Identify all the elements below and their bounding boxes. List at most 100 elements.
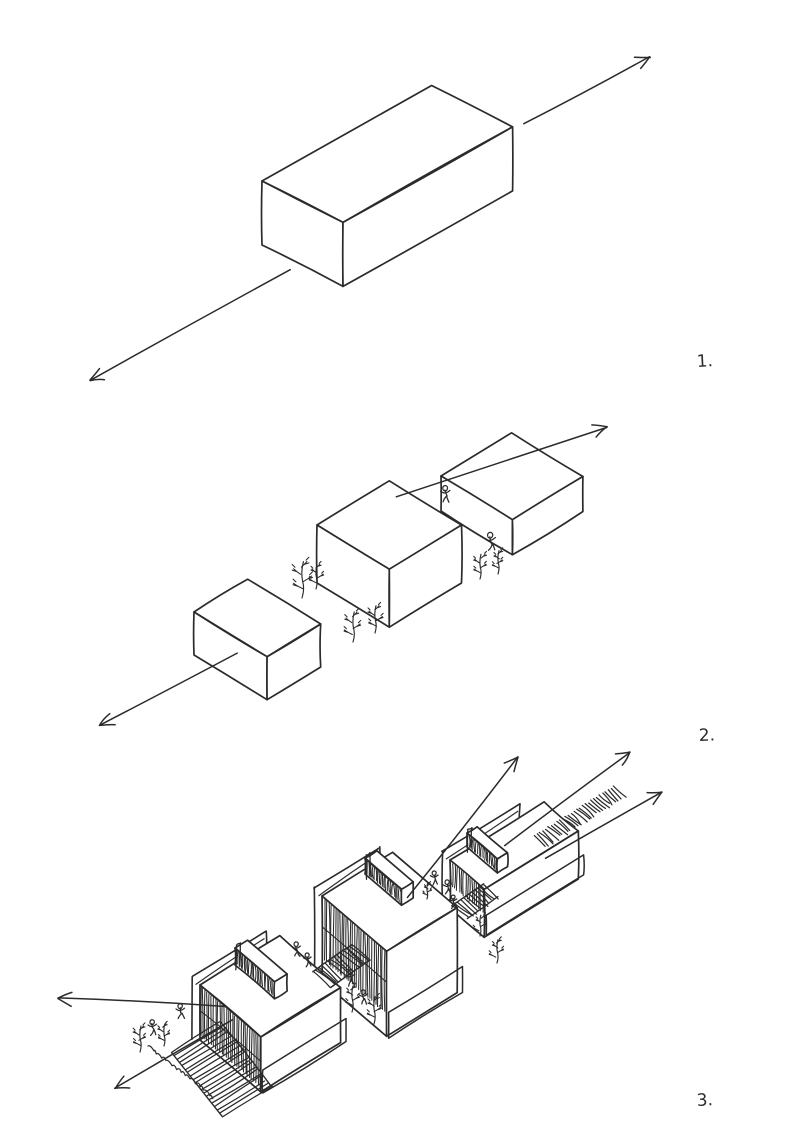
sketch-stroke bbox=[483, 847, 486, 861]
sketch-stroke bbox=[330, 959, 371, 989]
plant bbox=[343, 625, 353, 636]
sketch-stroke bbox=[376, 944, 380, 1008]
sketch-stroke bbox=[254, 965, 257, 981]
panel-1-drawing bbox=[89, 55, 652, 382]
person-figure bbox=[484, 536, 497, 542]
sketch-stroke bbox=[57, 997, 227, 1008]
plant bbox=[475, 916, 482, 924]
sketch-face bbox=[496, 851, 509, 874]
plant bbox=[491, 561, 500, 569]
person-figure bbox=[442, 485, 449, 492]
sketch-stroke bbox=[312, 970, 331, 989]
sketch-stroke bbox=[89, 378, 106, 382]
hedge-scribble bbox=[147, 1045, 214, 1100]
sketch-stroke bbox=[264, 974, 267, 990]
sketch-stroke bbox=[236, 950, 239, 965]
sketch-stroke bbox=[383, 874, 386, 889]
sketch-stroke bbox=[406, 756, 519, 899]
plant bbox=[480, 550, 488, 559]
person-figure bbox=[434, 879, 438, 885]
sketch-stroke bbox=[239, 942, 241, 968]
sketch-stroke bbox=[213, 1074, 263, 1108]
sketch-stroke bbox=[542, 830, 554, 843]
sketch-stroke bbox=[477, 887, 492, 901]
plant bbox=[366, 1009, 376, 1018]
person-figure bbox=[453, 902, 458, 908]
person-figure bbox=[175, 1007, 186, 1012]
sketch-stroke bbox=[454, 903, 473, 916]
sketch-stroke bbox=[193, 1048, 245, 1080]
person-figure bbox=[304, 952, 310, 958]
sketch-stroke bbox=[179, 1031, 228, 1063]
sketch-stroke bbox=[345, 947, 365, 966]
sketch-stroke bbox=[252, 1032, 255, 1082]
sketch-stroke bbox=[341, 949, 363, 965]
sketch-stroke bbox=[247, 961, 250, 975]
plant bbox=[497, 945, 505, 954]
sketch-stroke bbox=[465, 895, 482, 910]
sketch-stroke bbox=[573, 810, 588, 823]
person-figure bbox=[448, 898, 458, 902]
sketch-stroke bbox=[185, 1038, 237, 1071]
sketch-stroke bbox=[393, 883, 396, 898]
sketch-stroke bbox=[313, 847, 381, 889]
sketch-stroke bbox=[339, 911, 341, 975]
person-figure bbox=[439, 489, 451, 494]
sketch-stroke bbox=[614, 751, 631, 755]
plant bbox=[302, 571, 314, 583]
plant bbox=[157, 1025, 164, 1033]
person-figure bbox=[442, 883, 452, 888]
sketch-stroke bbox=[473, 839, 476, 853]
sketch-stroke bbox=[203, 1061, 253, 1094]
sketch-stroke bbox=[460, 870, 463, 895]
sketch-stroke bbox=[198, 1057, 249, 1088]
sketch-stroke bbox=[190, 1045, 240, 1077]
sketch-face bbox=[341, 126, 514, 288]
sketch-stroke bbox=[503, 756, 519, 764]
panel-1-label: 1. bbox=[696, 351, 713, 372]
person-figure bbox=[293, 941, 299, 948]
sketch-stroke bbox=[57, 997, 72, 1008]
plant bbox=[480, 912, 487, 919]
sketch-stroke bbox=[365, 852, 371, 857]
person-figure bbox=[291, 945, 301, 950]
sketch-stroke bbox=[322, 926, 388, 983]
sketch-stroke bbox=[449, 861, 452, 886]
sketch-stroke bbox=[227, 1009, 230, 1060]
sketch-stroke bbox=[191, 930, 267, 977]
sketch-stroke bbox=[225, 1008, 228, 1058]
sketch-stroke bbox=[451, 905, 469, 918]
sketch-stroke bbox=[378, 869, 381, 885]
plant bbox=[291, 563, 302, 575]
sketch-stroke bbox=[371, 865, 374, 879]
person-figure bbox=[177, 1012, 183, 1020]
plant bbox=[422, 890, 428, 896]
plant bbox=[300, 556, 310, 568]
plant bbox=[132, 1037, 142, 1047]
sketch-stroke bbox=[610, 787, 622, 800]
sketch-stroke bbox=[584, 802, 597, 814]
person-figure bbox=[444, 888, 449, 895]
sketch-stroke bbox=[89, 268, 291, 382]
sketch-face bbox=[385, 906, 459, 1038]
sketch-stroke bbox=[558, 819, 571, 832]
sketch-stroke bbox=[465, 873, 467, 898]
sketch-face bbox=[388, 524, 463, 629]
sketch-stroke bbox=[538, 831, 554, 845]
sketch-stroke bbox=[270, 978, 273, 994]
plant bbox=[157, 1034, 166, 1042]
sketch-face bbox=[261, 1017, 347, 1094]
plant bbox=[368, 618, 377, 627]
sketch-stroke bbox=[219, 1082, 270, 1114]
sketch-stroke bbox=[312, 943, 353, 973]
sketch-stroke bbox=[388, 879, 390, 893]
sketch-stroke bbox=[621, 751, 631, 766]
sketch-stroke bbox=[553, 823, 569, 836]
plant bbox=[496, 556, 504, 565]
sketch-stroke bbox=[646, 791, 663, 794]
plant bbox=[493, 551, 500, 560]
person-figure bbox=[345, 973, 356, 978]
sketch-stroke bbox=[332, 906, 335, 969]
sketch-stroke bbox=[375, 867, 378, 882]
sketch-stroke bbox=[550, 825, 563, 835]
